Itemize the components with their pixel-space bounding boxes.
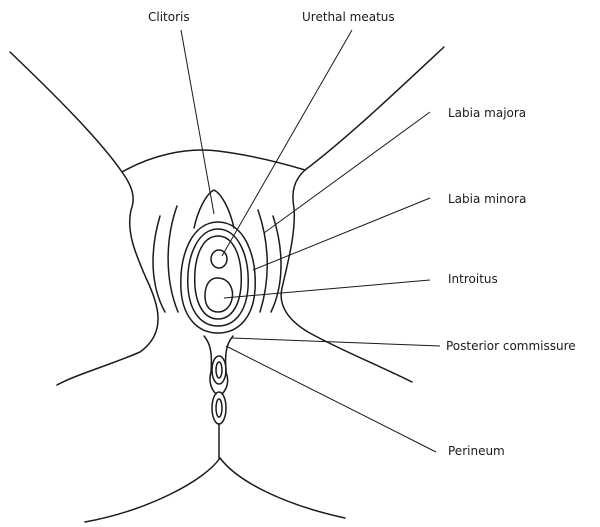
labia-majora-fold-right-outer	[271, 216, 281, 312]
anal-ring-lower-inner	[216, 399, 222, 417]
perineal-raphe-left	[204, 336, 211, 372]
label-labia-majora: Labia majora	[448, 106, 526, 120]
buttock-contour-left	[85, 458, 220, 522]
labia-majora-fold-right-inner	[258, 210, 267, 312]
label-labia-minora: Labia minora	[448, 192, 526, 206]
leader-labia-majora	[264, 112, 430, 233]
labia-majora-fold-left-inner	[168, 206, 178, 312]
leader-clitoris	[181, 30, 214, 214]
label-urethral-meatus: Urethal meatus	[302, 10, 395, 24]
leader-labia-minora	[253, 198, 430, 270]
anal-ring-lower	[212, 392, 226, 424]
label-posterior-commissure: Posterior commissure	[446, 339, 576, 353]
introitus-opening	[205, 278, 232, 312]
pubic-contour	[122, 150, 305, 172]
leader-posterior-commissure	[232, 338, 440, 346]
urethral-opening	[211, 250, 227, 268]
anal-ring-upper	[212, 356, 226, 384]
buttock-contour-right	[220, 458, 345, 518]
anal-ring-upper-inner	[216, 362, 222, 378]
label-clitoris: Clitoris	[148, 10, 190, 24]
label-introitus: Introitus	[448, 272, 498, 286]
leader-urethral-meatus	[222, 30, 352, 256]
label-perineum: Perineum	[448, 444, 505, 458]
perineal-raphe-right	[226, 336, 233, 372]
leader-perineum	[226, 346, 436, 452]
left-thigh-contour	[10, 52, 158, 385]
right-thigh-contour	[281, 47, 444, 382]
